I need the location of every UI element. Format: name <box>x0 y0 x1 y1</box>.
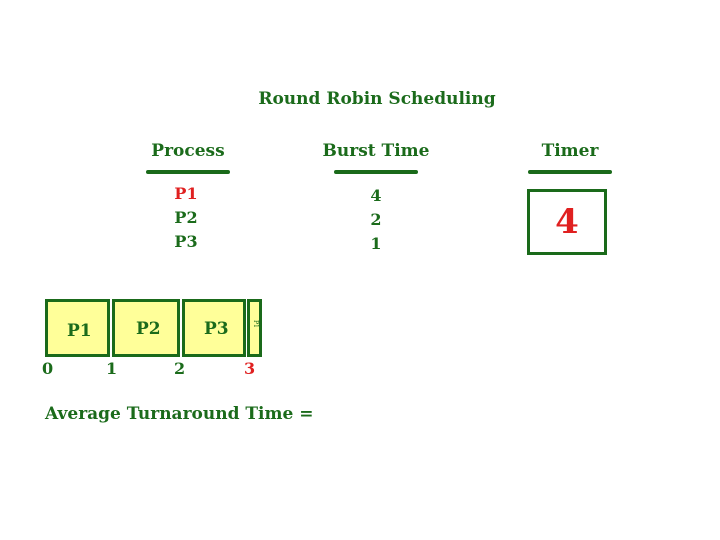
gantt-block-label: P1 <box>67 321 92 341</box>
gantt-block-p3: P3 <box>182 299 246 357</box>
gantt-tick-current: 3 <box>244 359 256 378</box>
gantt-block-tiny-label: P1 <box>252 320 259 328</box>
gantt-block-label: P2 <box>136 319 161 339</box>
burst-item-p2: 2 <box>370 210 382 229</box>
gantt-tick: 1 <box>106 359 118 378</box>
process-header: Process <box>151 141 225 161</box>
gantt-block-label: P3 <box>204 319 229 339</box>
timer-header-underline <box>528 170 612 174</box>
page-title: Round Robin Scheduling <box>258 89 496 109</box>
timer-box <box>527 189 607 255</box>
burst-list: 4 2 1 <box>346 184 406 256</box>
gantt-block-p2: P2 <box>112 299 180 357</box>
burst-time-header-underline <box>334 170 418 174</box>
process-item-p1: P1 <box>174 184 198 203</box>
gantt-block-partial: P1 <box>247 299 262 357</box>
average-turnaround-label: Average Turnaround Time = <box>45 404 314 424</box>
process-list: P1 P2 P3 <box>156 182 216 254</box>
timer-value: 4 <box>555 202 579 242</box>
process-item-p3: P3 <box>174 232 198 251</box>
burst-time-header: Burst Time <box>322 141 430 161</box>
process-header-underline <box>146 170 230 174</box>
timer-header: Timer <box>541 141 599 161</box>
gantt-tick: 2 <box>174 359 186 378</box>
burst-item-p1: 4 <box>370 186 382 205</box>
gantt-block-p1: P1 <box>45 299 110 357</box>
gantt-tick: 0 <box>42 359 54 378</box>
process-item-p2: P2 <box>174 208 198 227</box>
burst-item-p3: 1 <box>370 234 382 253</box>
